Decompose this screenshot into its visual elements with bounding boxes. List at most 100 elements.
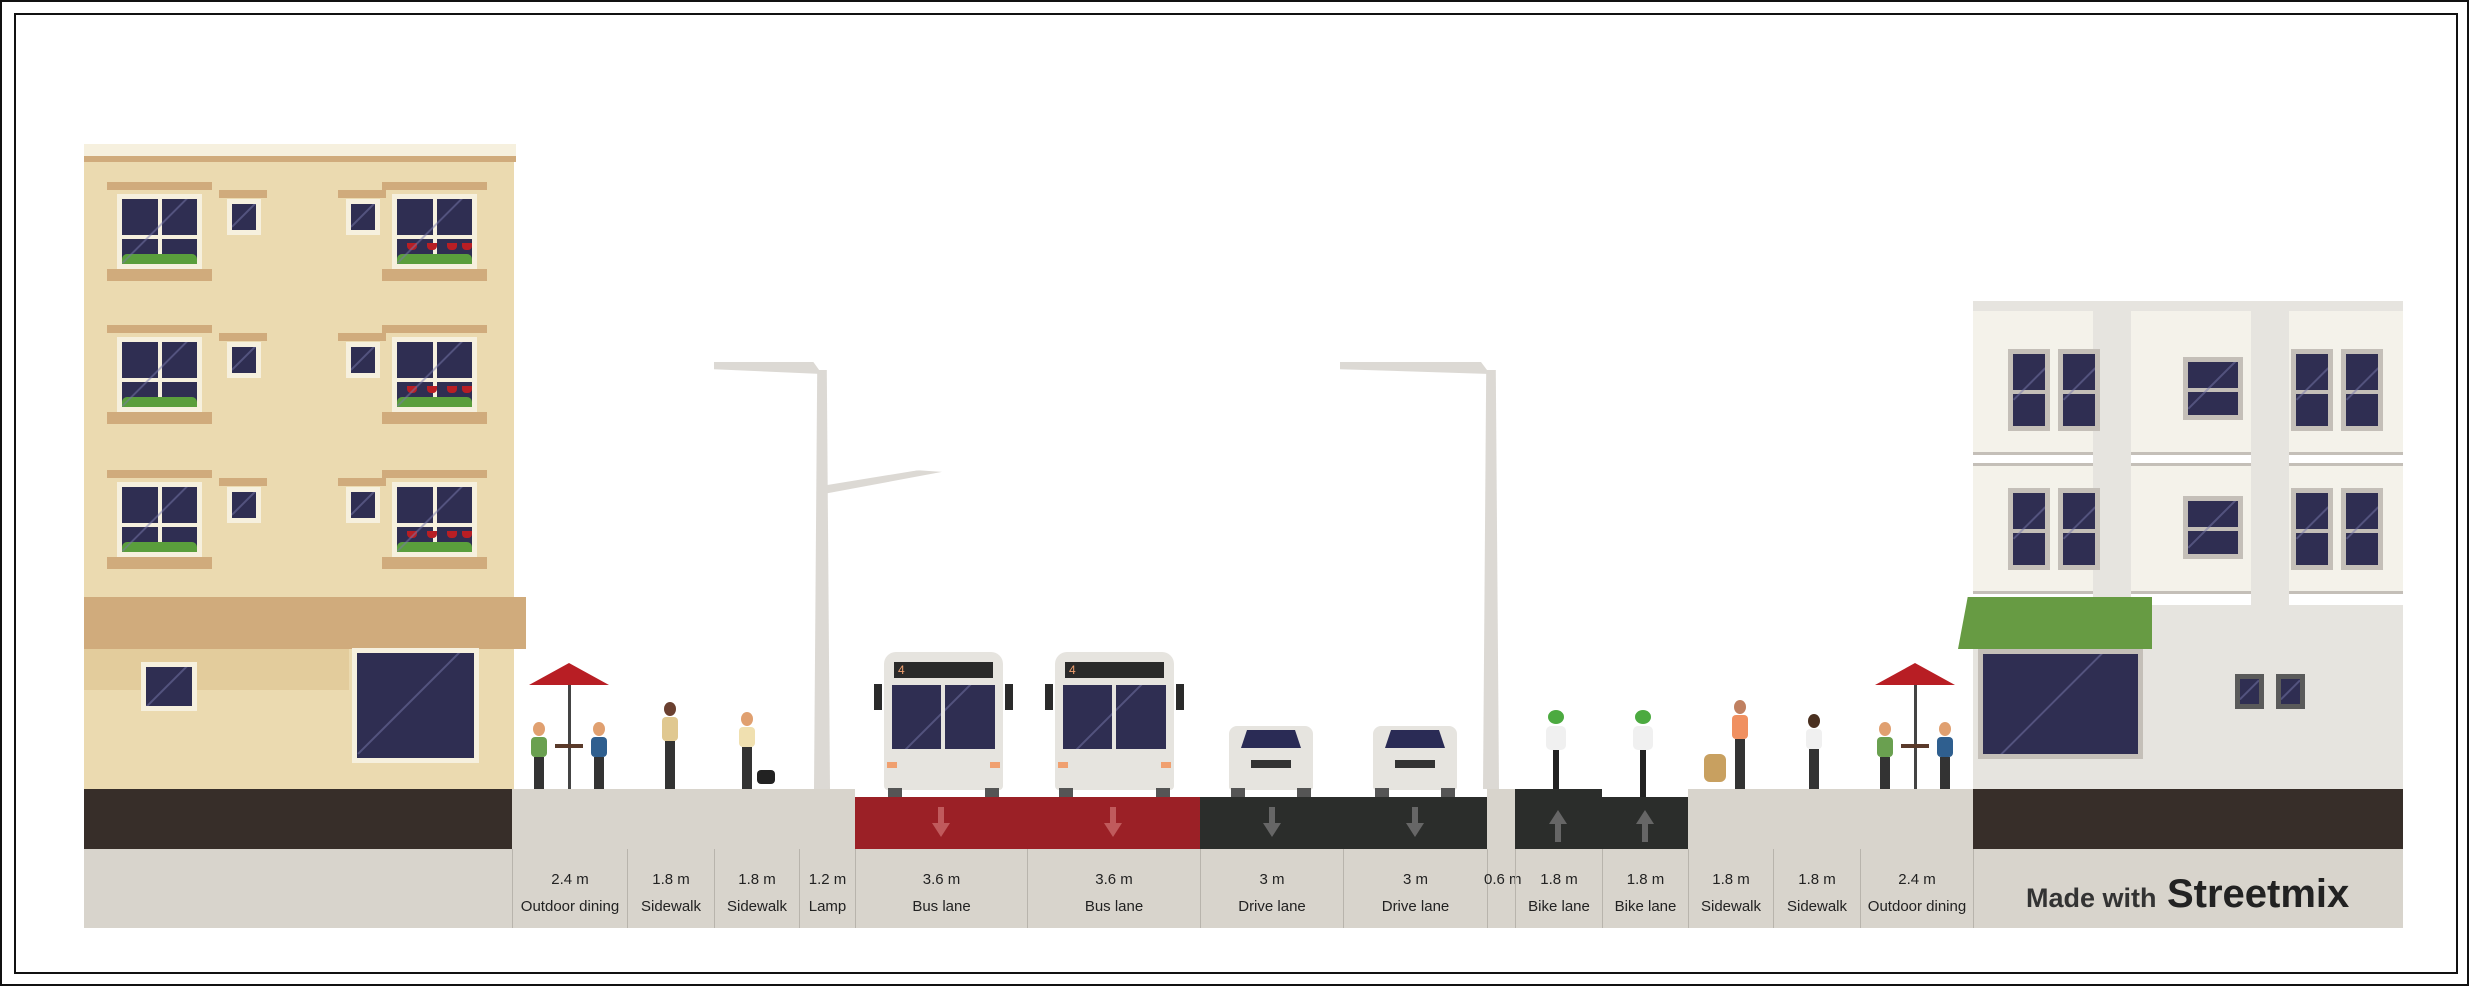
segment-width: 2.4 m xyxy=(551,871,589,888)
diner-body xyxy=(591,737,607,757)
label-strip-end xyxy=(1973,849,1974,928)
arrow-down-head xyxy=(1406,823,1424,837)
window-transom xyxy=(122,235,197,239)
destination-sign: 4 xyxy=(894,662,993,678)
cyclist-helmet xyxy=(1635,710,1651,724)
car-grille xyxy=(1251,760,1291,768)
arrow-up-head xyxy=(1636,810,1654,824)
window-transom xyxy=(2188,388,2238,392)
window-transom xyxy=(2063,390,2095,394)
cafe-table xyxy=(1901,744,1929,748)
segment-name: Drive lane xyxy=(1238,898,1306,915)
double-window-pane xyxy=(2341,349,2383,431)
double-window-pane xyxy=(2058,349,2100,431)
plant-box-greenery xyxy=(122,397,197,407)
headlight xyxy=(1161,762,1171,768)
double-window-pane xyxy=(2008,488,2050,570)
segment-name: Sidewalk xyxy=(726,898,788,915)
diner-legs xyxy=(1940,757,1950,789)
segment-name: Sidewalk xyxy=(640,898,702,915)
pedestrian-head xyxy=(1734,700,1746,714)
window-transom xyxy=(2188,527,2238,531)
pedestrian-head xyxy=(741,712,753,726)
arrow-up-icon xyxy=(1555,824,1561,842)
car-windshield xyxy=(1241,730,1301,748)
window-lintel xyxy=(107,470,212,478)
bus-windshield-divider xyxy=(941,682,945,752)
center-window xyxy=(2183,357,2243,420)
window-lintel xyxy=(107,325,212,333)
arrow-up-head xyxy=(1549,810,1567,824)
double-window-pane xyxy=(2058,488,2100,570)
median-curb xyxy=(1487,789,1515,849)
window-sill xyxy=(382,557,487,569)
right-sidewalk-surface xyxy=(1688,789,1973,849)
segment-name: Sidewalk xyxy=(1700,898,1762,915)
diner-body xyxy=(531,737,547,757)
bus: 4 xyxy=(874,652,1013,790)
small-window-lintel xyxy=(338,333,386,341)
pedestrian-head xyxy=(1808,714,1820,728)
plant-box-greenery xyxy=(122,254,197,264)
cyclist-body xyxy=(1633,726,1653,750)
segment-width: 3 m xyxy=(1402,871,1428,888)
window-mullion xyxy=(158,199,162,264)
roof-cornice xyxy=(1973,301,2403,311)
red-flower-icon xyxy=(462,243,472,250)
window-mullion xyxy=(433,199,437,264)
floor-window xyxy=(117,482,202,557)
small-window-lintel xyxy=(338,478,386,486)
diner-body xyxy=(1877,737,1893,757)
red-flower-icon xyxy=(427,386,437,393)
arrow-up-icon xyxy=(1642,824,1648,842)
made-with-text: Made with xyxy=(2026,883,2157,913)
streetmix-branding: Made with Streetmix xyxy=(2026,872,2349,917)
pedestrian-legs xyxy=(1735,739,1745,789)
segment-name: Outdoor dining xyxy=(520,898,620,915)
diner-legs xyxy=(534,757,544,789)
arrow-down-icon xyxy=(1412,807,1418,825)
flower-box xyxy=(397,542,472,552)
window-transom xyxy=(397,523,472,527)
window-transom xyxy=(2013,390,2045,394)
wheel xyxy=(1059,788,1073,797)
floor-window xyxy=(392,337,477,412)
car-grille xyxy=(1395,760,1435,768)
pedestrian-head xyxy=(664,702,676,716)
awning-shadow xyxy=(84,649,349,690)
arrow-down-head xyxy=(1263,823,1281,837)
wheel xyxy=(1231,788,1245,797)
double-window-pane xyxy=(2341,488,2383,570)
storefront-window xyxy=(352,648,479,763)
diner-head xyxy=(533,722,545,736)
wheel xyxy=(888,788,902,797)
flower-box xyxy=(397,397,472,407)
segment-name: Bike lane xyxy=(1528,898,1590,915)
arrow-down-icon xyxy=(1110,807,1116,825)
storefront-window xyxy=(1978,649,2143,759)
window-transom xyxy=(2063,529,2095,533)
bus-windshield-divider xyxy=(1112,682,1116,752)
pedestrian-body xyxy=(739,727,755,747)
wheel xyxy=(1441,788,1455,797)
headlight xyxy=(887,762,897,768)
diner-head xyxy=(1939,722,1951,736)
diner-legs xyxy=(594,757,604,789)
red-flower-icon xyxy=(447,531,457,538)
window-transom xyxy=(2296,390,2328,394)
small-window-lintel xyxy=(338,190,386,198)
pedestrian-body xyxy=(1806,729,1822,749)
right-building-base xyxy=(1973,789,2403,849)
green-awning xyxy=(1958,597,2152,649)
center-window xyxy=(2183,496,2243,559)
segment-label: 2.4 m Outdoor dining xyxy=(512,849,627,928)
window-transom xyxy=(2013,529,2045,533)
window-transom xyxy=(122,378,197,382)
